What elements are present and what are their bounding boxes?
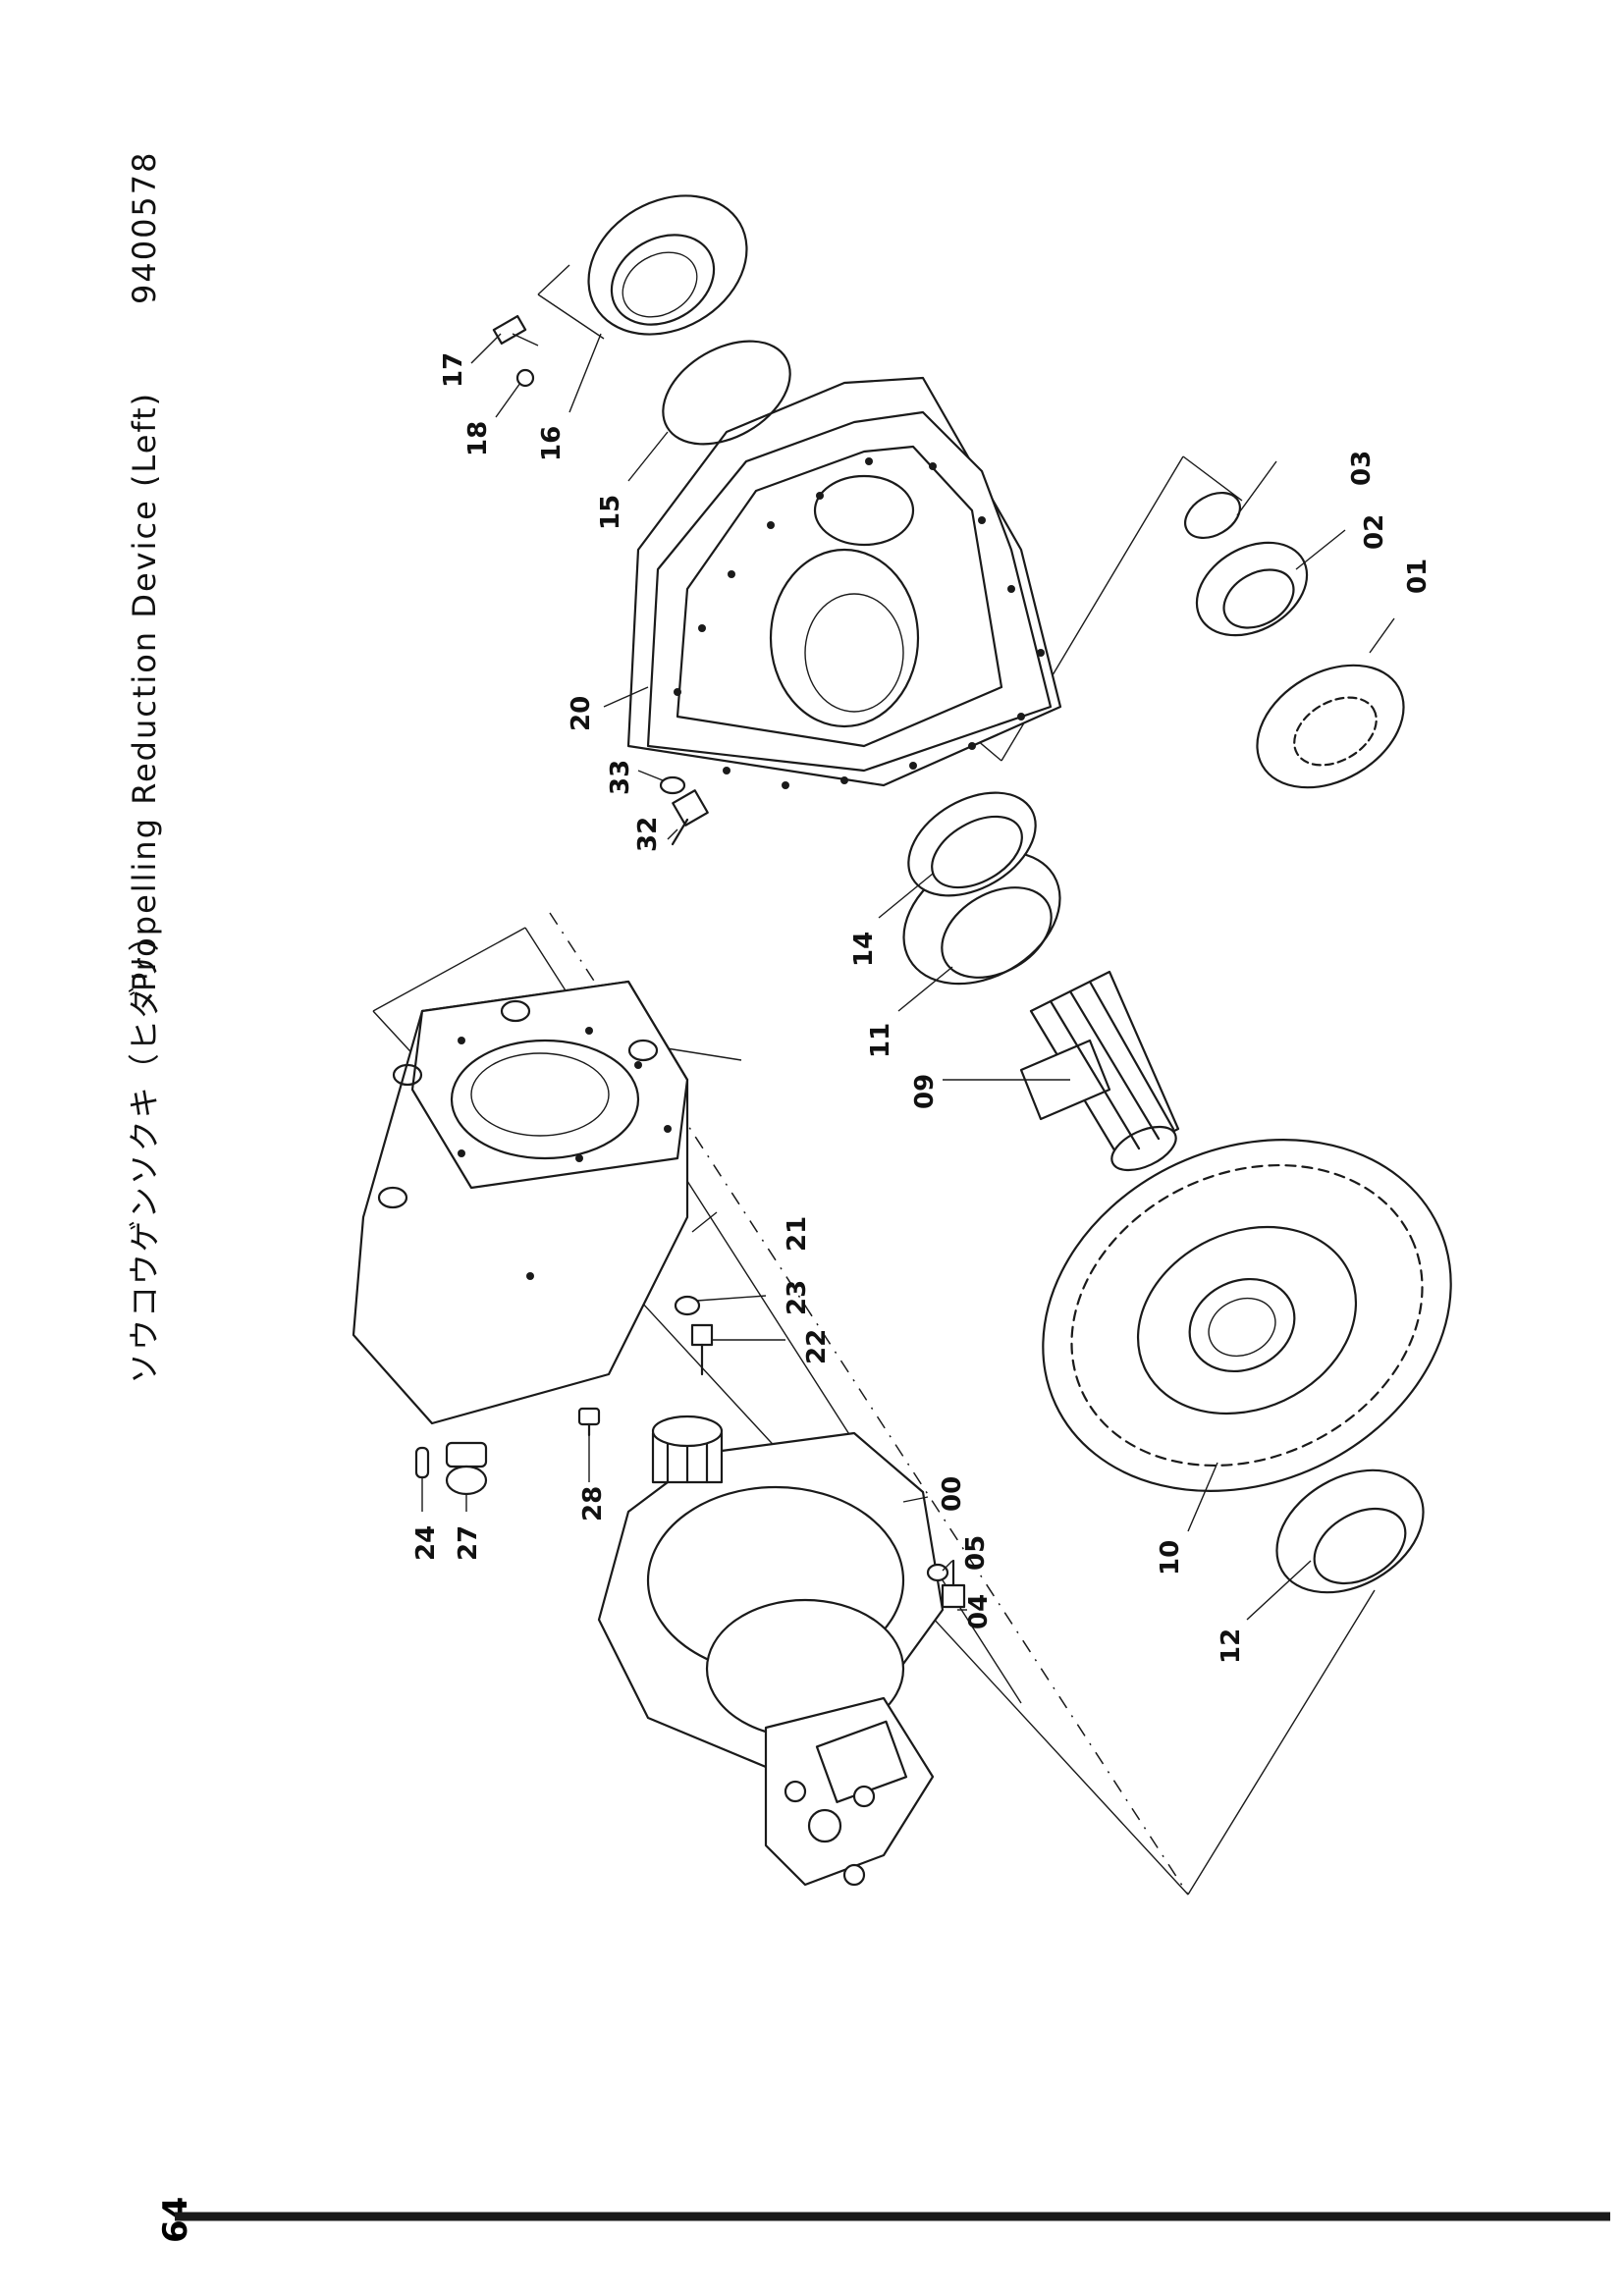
callout-15: 15 xyxy=(596,495,625,530)
o-ring-part-15 xyxy=(662,340,791,446)
callouts: 17 18 16 15 20 33 32 14 11 09 21 23 22 2… xyxy=(411,333,1433,1664)
washer-part-18 xyxy=(515,368,535,388)
housing-part-21 xyxy=(352,980,689,1425)
page-header: ソウコウゲンソクキ（ヒダリ） Propelling Reduction Devi… xyxy=(126,150,163,1384)
callout-21: 21 xyxy=(783,1216,812,1252)
washer-part-05 xyxy=(926,1563,949,1582)
bearing-part-12 xyxy=(1275,1468,1425,1594)
header-code: 9400578 xyxy=(126,150,163,304)
pin-part-24 xyxy=(414,1446,430,1479)
callout-22: 22 xyxy=(802,1329,832,1364)
callout-27: 27 xyxy=(454,1525,483,1561)
cover-part-16 xyxy=(587,194,748,336)
bearing-part-02 xyxy=(1195,541,1309,637)
callout-01: 01 xyxy=(1403,559,1433,594)
callout-00: 00 xyxy=(938,1476,967,1512)
callout-32: 32 xyxy=(633,817,663,852)
callout-04: 04 xyxy=(964,1594,994,1629)
callout-33: 33 xyxy=(606,760,635,795)
callout-05: 05 xyxy=(961,1535,991,1571)
bolt-part-22 xyxy=(690,1323,714,1376)
plug-part-27 xyxy=(445,1441,488,1496)
motor-part-00 xyxy=(597,1415,945,1887)
bolt-part-04 xyxy=(941,1559,966,1609)
callout-14: 14 xyxy=(849,932,879,967)
callout-17: 17 xyxy=(439,352,468,388)
snap-ring-part-03 xyxy=(1184,491,1241,540)
callout-03: 03 xyxy=(1347,451,1377,486)
callout-09: 09 xyxy=(910,1074,940,1109)
callout-28: 28 xyxy=(578,1486,608,1522)
callout-10: 10 xyxy=(1156,1540,1185,1575)
callout-20: 20 xyxy=(567,696,596,731)
bolt-part-17 xyxy=(492,314,539,347)
washer-part-23 xyxy=(674,1295,701,1316)
header-japanese: ソウコウゲンソクキ（ヒダリ） xyxy=(126,918,163,1384)
seal-part-14 xyxy=(907,791,1037,897)
callout-12: 12 xyxy=(1217,1629,1246,1664)
callout-11: 11 xyxy=(866,1023,895,1058)
bolt-part-32 xyxy=(671,789,709,846)
pinion-part-01 xyxy=(1256,664,1405,789)
callout-02: 02 xyxy=(1360,514,1389,550)
callout-16: 16 xyxy=(537,426,567,461)
header-title: Propelling Reduction Device (Left) xyxy=(126,392,163,991)
plug-part-28 xyxy=(577,1407,601,1437)
gear-case-part-20 xyxy=(626,376,1062,789)
shaft-part-09 xyxy=(1019,970,1180,1172)
gear-part-10 xyxy=(1042,1139,1452,1492)
callout-18: 18 xyxy=(463,421,493,456)
callout-23: 23 xyxy=(783,1280,812,1315)
washer-part-33 xyxy=(659,775,686,795)
callout-24: 24 xyxy=(411,1525,441,1561)
